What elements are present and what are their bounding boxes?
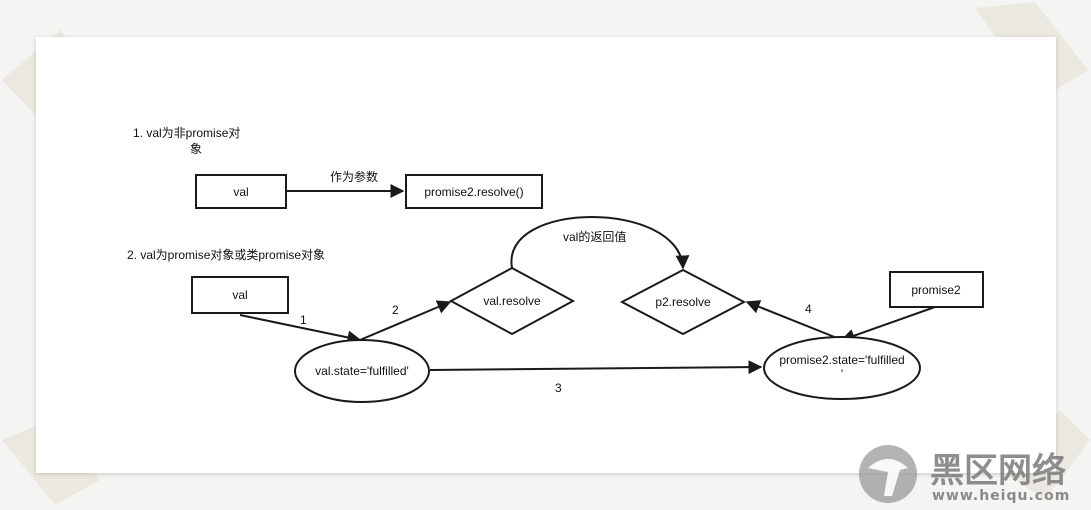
node-promise2-state-label-line1: promise2.state='fulfilled	[779, 353, 904, 367]
node-promise2-resolve: promise2.resolve()	[405, 174, 543, 209]
edge-1	[239, 314, 362, 345]
edge-promise2-in	[840, 306, 936, 343]
node-promise2-label: promise2	[911, 283, 961, 297]
edge-label-2: 2	[392, 303, 399, 317]
edge-label-as-param: 作为参数	[330, 169, 378, 184]
node-promise2-resolve-label: promise2.resolve()	[424, 185, 523, 199]
edge-4	[745, 300, 843, 341]
watermark: 黑区网络 www.heiqu.com	[859, 445, 1070, 504]
section1-heading-line2: 象	[190, 142, 202, 156]
paper-sheet	[36, 37, 1056, 473]
node-val-state: val.state='fulfilled'	[294, 339, 430, 403]
watermark-url: www.heiqu.com	[932, 488, 1070, 504]
node-promise2-state-label-line2: '	[841, 367, 843, 381]
edge-label-1: 1	[300, 313, 307, 327]
section1-heading-line1: 1. val为非promise对	[133, 126, 240, 140]
edge-label-3: 3	[555, 381, 562, 395]
node-val-resolve: val.resolve	[448, 266, 576, 336]
edge-2	[359, 300, 452, 341]
edge-label-return-value: val的返回值	[563, 229, 626, 244]
node-val-mid-label: val	[232, 288, 247, 302]
edge-3	[429, 360, 763, 375]
node-promise2: promise2	[889, 271, 984, 308]
node-val-resolve-label: val.resolve	[483, 294, 541, 308]
node-val-mid: val	[191, 276, 289, 314]
section2-heading: 2. val为promise对象或类promise对象	[127, 248, 325, 262]
watermark-brand: 黑区网络	[930, 451, 1066, 491]
edge-label-4: 4	[805, 302, 812, 316]
node-p2-resolve: p2.resolve	[619, 268, 747, 336]
edges	[239, 184, 936, 375]
node-p2-resolve-label: p2.resolve	[655, 295, 711, 309]
node-val-top-label: val	[233, 185, 248, 199]
node-val-top: val	[195, 174, 287, 209]
edge-return-value	[510, 216, 690, 270]
node-val-state-label: val.state='fulfilled'	[315, 364, 409, 378]
node-promise2-state: promise2.state='fulfilled '	[763, 336, 921, 400]
